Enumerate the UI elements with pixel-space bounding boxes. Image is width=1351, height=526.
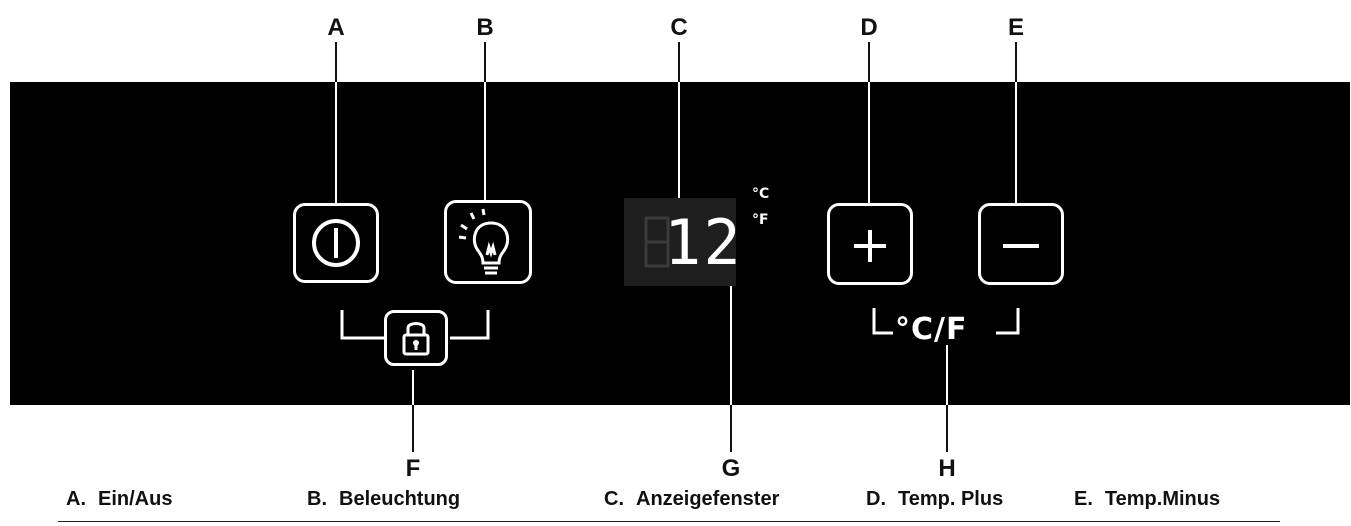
power-button[interactable]: [293, 203, 379, 283]
legend-item-d: D. Temp. Plus: [866, 488, 1003, 511]
minus-icon: [1003, 244, 1039, 248]
callout-g: G: [721, 455, 741, 482]
display-window: 12: [624, 198, 741, 286]
legend-item-e: E. Temp.Minus: [1074, 488, 1220, 511]
plus-icon: [854, 230, 886, 262]
temp-minus-button[interactable]: [978, 203, 1064, 285]
light-button[interactable]: [444, 200, 532, 284]
legend-text: Temp. Plus: [898, 488, 1004, 510]
callout-d: D: [860, 14, 878, 41]
callout-e: E: [1007, 14, 1024, 41]
callout-a: A: [327, 14, 345, 41]
legend-text: Beleuchtung: [339, 488, 461, 510]
legend-key: B.: [307, 488, 327, 510]
callout-b: B: [476, 14, 494, 41]
legend-key: D.: [866, 488, 886, 510]
legend-text: Temp.Minus: [1104, 488, 1221, 510]
legend: A. Ein/Aus B. Beleuchtung C. Anzeigefenster…: [0, 488, 1351, 518]
unit-toggle-label: °C/F: [895, 312, 968, 347]
segment-ghost: [644, 216, 670, 268]
callout-f: F: [405, 455, 421, 482]
legend-item-b: B. Beleuchtung: [307, 488, 460, 511]
child-lock-indicator[interactable]: [384, 310, 448, 366]
legend-key: C.: [604, 488, 624, 510]
legend-key: E.: [1074, 488, 1093, 510]
light-bulb-icon: [458, 208, 510, 275]
legend-item-c: C. Anzeigefenster: [604, 488, 779, 511]
celsius-unit-indicator: °C: [752, 186, 770, 202]
callout-h: H: [938, 455, 956, 482]
legend-key: A.: [66, 488, 86, 510]
legend-divider: [58, 521, 1280, 522]
temp-plus-button[interactable]: [827, 203, 913, 285]
legend-text: Anzeigefenster: [636, 488, 780, 510]
legend-item-a: A. Ein/Aus: [66, 488, 172, 511]
legend-text: Ein/Aus: [98, 488, 173, 510]
temperature-readout: 12: [664, 206, 743, 279]
lock-icon: [402, 322, 430, 356]
callout-c: C: [670, 14, 688, 41]
power-icon: [312, 219, 360, 267]
fahrenheit-unit-indicator: °F: [752, 212, 769, 228]
